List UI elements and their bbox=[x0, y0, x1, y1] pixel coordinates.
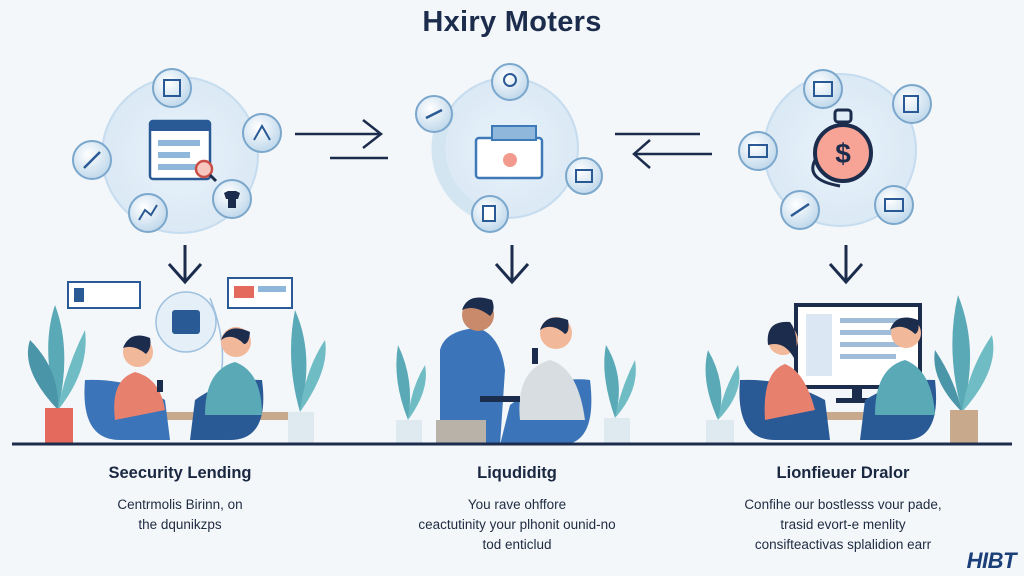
plant-icon bbox=[604, 345, 636, 444]
arrow-down-icon bbox=[167, 245, 203, 285]
caption-line: Confihe our bostlesss vour pade, bbox=[744, 497, 942, 512]
arrow-left-icon bbox=[615, 132, 712, 169]
plant-icon bbox=[27, 305, 86, 444]
caption-title: Seecurity Lending bbox=[108, 464, 252, 482]
browser-window-icon bbox=[148, 119, 212, 181]
caption-line: the dqunikzps bbox=[138, 517, 222, 532]
page-title: Hxiry Moters bbox=[422, 6, 602, 38]
arrow-down-icon bbox=[494, 245, 530, 285]
caption-security-lending: Seecurity Lending Centrmolis Birinn, on … bbox=[60, 464, 300, 535]
caption-line: Centrmolis Birinn, on bbox=[117, 497, 243, 512]
dollar-bag-icon: $ bbox=[811, 108, 873, 188]
caption-line: consifteactivas splalidion earr bbox=[754, 537, 932, 552]
arrow-down-icon bbox=[828, 245, 864, 285]
document-icon bbox=[474, 125, 544, 180]
plant-icon bbox=[705, 350, 740, 444]
plant-icon bbox=[288, 310, 326, 444]
satellite-bubbles bbox=[72, 68, 282, 233]
scene-financial-dealer bbox=[705, 295, 994, 444]
plant-icon bbox=[396, 345, 426, 444]
scene-liquidity bbox=[396, 297, 636, 445]
arrow-right-icon bbox=[295, 119, 388, 160]
caption-line: ceactutinity your plhonit ounid-no bbox=[418, 517, 616, 532]
cluster-security-lending bbox=[72, 68, 282, 234]
cluster-liquidity bbox=[415, 63, 603, 233]
cluster-financial-dealer: $ bbox=[738, 69, 932, 230]
caption-title: Liqudiditg bbox=[477, 464, 557, 482]
caption-line: tod enticlud bbox=[482, 537, 552, 552]
satellite-bubbles bbox=[415, 63, 603, 233]
magnifier-icon bbox=[194, 159, 218, 183]
scene-security-lending bbox=[27, 277, 326, 444]
caption-liquidity: Liqudiditg You rave ohffore ceactutinity… bbox=[392, 464, 642, 555]
brand-logo: HIBT bbox=[966, 548, 1017, 573]
svg-text:$: $ bbox=[835, 138, 851, 169]
caption-title: Lionfieuer Dralor bbox=[776, 464, 910, 482]
plant-icon bbox=[934, 295, 994, 444]
satellite-bubbles bbox=[738, 69, 932, 230]
caption-line: trasid evort-e menlity bbox=[780, 517, 906, 532]
caption-line: You rave ohffore bbox=[467, 497, 567, 512]
caption-financial-dealer: Lionfieuer Dralor Confihe our bostlesss … bbox=[718, 464, 968, 555]
